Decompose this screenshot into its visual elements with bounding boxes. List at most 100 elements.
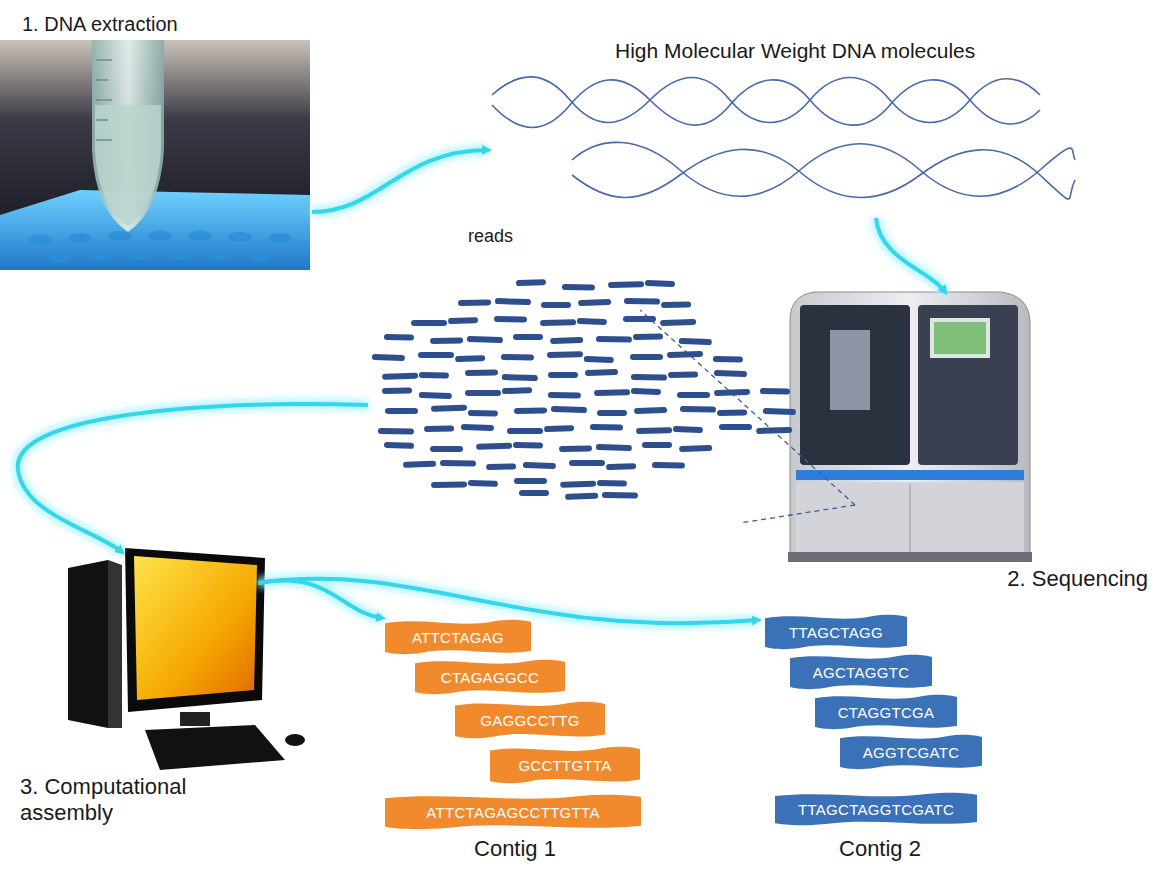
- sequence-text: CTAGAGGCC: [441, 669, 539, 686]
- read-bar: [608, 281, 644, 288]
- caption-label: Contig 1: [440, 836, 590, 862]
- read-bar: [465, 390, 501, 396]
- read-bar: [565, 493, 598, 500]
- tube-photo: [0, 40, 310, 270]
- read-bar: [495, 298, 531, 305]
- caption-label: High Molecular Weight DNA molecules: [615, 38, 1055, 63]
- read-bar: [419, 372, 449, 379]
- read-bar: [507, 428, 543, 434]
- sequence-text: GCCTTGTTA: [518, 757, 611, 774]
- sequence-tile: ATTCTAGAGCCTTGTTA: [385, 794, 641, 830]
- dna-helix: [492, 77, 1075, 199]
- read-bar: [594, 389, 630, 396]
- sequence-text: AGGTCGATC: [863, 744, 960, 761]
- read-bar: [578, 299, 611, 306]
- read-bar: [550, 337, 583, 344]
- sequencer: [788, 292, 1032, 562]
- read-bar: [677, 392, 710, 398]
- sequence-text: TTAGCTAGGTCGATC: [798, 801, 954, 818]
- read-bar: [760, 388, 790, 395]
- read-bar: [430, 337, 463, 344]
- caption-label: reads: [468, 226, 548, 248]
- read-bar: [606, 463, 636, 470]
- read-bar: [541, 302, 571, 308]
- read-bar: [384, 334, 414, 341]
- reads-cloud: [372, 279, 796, 500]
- read-bar: [679, 338, 712, 345]
- read-bar: [523, 462, 556, 469]
- read-bar: [756, 427, 792, 434]
- read-bar: [476, 443, 512, 450]
- read-bar: [468, 410, 498, 417]
- sequence-text: ATTCTAGAGCCTTGTTA: [426, 804, 599, 821]
- read-bar: [597, 410, 627, 416]
- read-bar: [680, 406, 716, 413]
- read-bar: [717, 410, 747, 417]
- read-bar: [668, 372, 698, 379]
- sequence-tile: GCCTTGTTA: [490, 746, 640, 784]
- read-bar: [577, 318, 607, 325]
- read-bar: [763, 408, 796, 415]
- read-bar: [494, 316, 527, 323]
- read-bar: [385, 408, 418, 414]
- read-bar: [548, 392, 581, 399]
- sequence-tile: CTAGGTCGA: [815, 694, 957, 730]
- read-bar: [630, 354, 663, 360]
- sequence-tile: TTAGCTAGG: [765, 614, 907, 650]
- read-bar: [548, 372, 578, 378]
- read-bar: [559, 445, 592, 452]
- read-bar: [514, 478, 547, 484]
- read-bar: [631, 388, 661, 395]
- read-bar: [667, 351, 703, 358]
- sequence-tile: ATTCTAGAG: [385, 619, 531, 655]
- read-bar: [679, 445, 712, 452]
- read-bar: [431, 481, 467, 488]
- read-bar: [597, 480, 627, 487]
- read-bar: [411, 320, 447, 326]
- sequence-tile: CTAGAGGCC: [415, 659, 565, 695]
- read-bar: [596, 336, 632, 343]
- read-bar: [382, 387, 412, 394]
- read-bar: [633, 334, 663, 341]
- read-bar: [513, 442, 543, 449]
- sequence-text: ATTCTAGAG: [412, 629, 504, 646]
- read-bar: [551, 406, 587, 413]
- read-bar: [502, 387, 532, 394]
- read-bar: [461, 424, 494, 431]
- read-bar: [501, 354, 534, 361]
- sequence-tile: TTAGCTAGGTCGATC: [775, 792, 977, 826]
- read-bar: [403, 461, 436, 468]
- read-bar: [590, 424, 623, 431]
- read-bar: [623, 316, 656, 322]
- read-bar: [585, 369, 618, 376]
- read-bar: [378, 428, 414, 435]
- read-bar: [372, 354, 405, 361]
- read-bar: [713, 356, 743, 363]
- sequence-text: CTAGGTCGA: [838, 704, 935, 721]
- read-bar: [486, 463, 516, 470]
- sequence-tile: AGGTCGATC: [840, 734, 982, 770]
- sequence-tile: AGCTAGGTC: [790, 654, 932, 690]
- read-bar: [455, 355, 485, 362]
- caption-label: Contig 2: [805, 836, 955, 862]
- read-bar: [419, 392, 452, 399]
- read-bar: [714, 370, 747, 377]
- read-bar: [519, 490, 549, 496]
- flow-arrows: [18, 150, 945, 623]
- read-bar: [660, 319, 696, 326]
- read-bar: [661, 302, 691, 309]
- read-bar: [540, 319, 576, 326]
- read-bar: [642, 442, 672, 448]
- caption-label: 1. DNA extraction: [22, 12, 282, 36]
- read-bar: [652, 462, 685, 469]
- read-bar: [719, 424, 752, 430]
- read-bar: [468, 480, 498, 487]
- read-bar: [431, 405, 467, 412]
- read-bar: [418, 352, 454, 358]
- caption-label: 3. Computational assembly: [20, 774, 230, 827]
- read-bar: [458, 299, 491, 306]
- read-bar: [430, 446, 463, 452]
- sequence-tile: GAGGCCTTG: [455, 701, 605, 739]
- read-bar: [562, 284, 595, 291]
